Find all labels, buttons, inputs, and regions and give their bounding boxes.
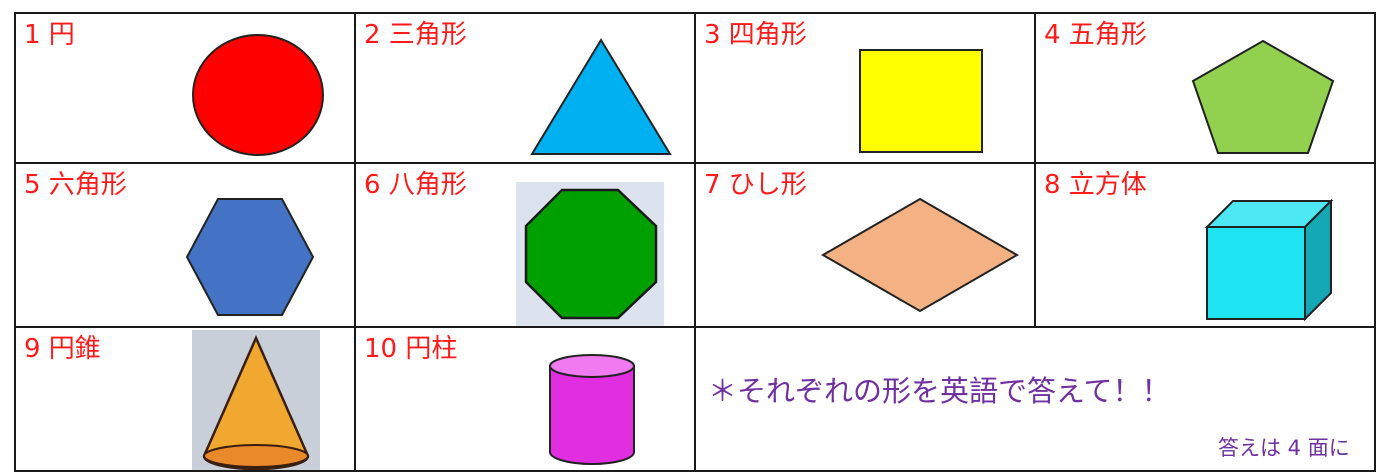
cell-label: 8 立方体: [1044, 170, 1147, 200]
cell-cube: 8 立方体: [1036, 164, 1374, 326]
cell-triangle: 2 三角形: [356, 14, 694, 162]
grid-line-left: [14, 12, 16, 472]
grid-line-col2: [694, 12, 696, 472]
cell-cylinder: 10 円柱: [356, 328, 694, 470]
grid-line-col3: [1034, 12, 1036, 328]
circle-shape: [192, 34, 324, 156]
cell-label: 4 五角形: [1044, 20, 1147, 50]
cell-hexagon: 5 六角形: [16, 164, 354, 326]
hexagon-shape: [185, 198, 315, 316]
octagon-shape: [516, 182, 664, 326]
cell-label: 2 三角形: [364, 20, 467, 50]
triangle-shape: [530, 38, 672, 155]
cell-pentagon: 4 五角形: [1036, 14, 1374, 162]
cell-label: 9 円錐: [24, 334, 101, 364]
square-shape: [859, 49, 983, 153]
cylinder-shape: [549, 354, 635, 465]
cell-label: 7 ひし形: [704, 170, 807, 200]
cell-octagon: 6 八角形: [356, 164, 694, 326]
rhombus-shape: [820, 197, 1020, 313]
cell-rhombus: 7 ひし形: [696, 164, 1034, 326]
cell-label: 3 四角形: [704, 20, 807, 50]
cell-circle: 1 円: [16, 14, 354, 162]
instruction-text: ＊それぞれの形を英語で答えて！！: [708, 374, 1171, 408]
cell-label: 5 六角形: [24, 170, 127, 200]
cube-shape: [1204, 198, 1334, 322]
pentagon-shape: [1191, 39, 1335, 154]
grid-line-col1: [354, 12, 356, 472]
cell-label: 6 八角形: [364, 170, 467, 200]
cone-shape: [192, 330, 320, 470]
cell-square: 3 四角形: [696, 14, 1034, 162]
cell-label: 1 円: [24, 20, 75, 50]
cell-cone: 9 円錐: [16, 328, 354, 470]
cell-instructions: ＊それぞれの形を英語で答えて！！ 答えは 4 面に: [696, 328, 1374, 470]
cell-label: 10 円柱: [364, 334, 458, 364]
answer-note: 答えは 4 面に: [1218, 436, 1350, 460]
grid-line-right: [1374, 12, 1376, 472]
